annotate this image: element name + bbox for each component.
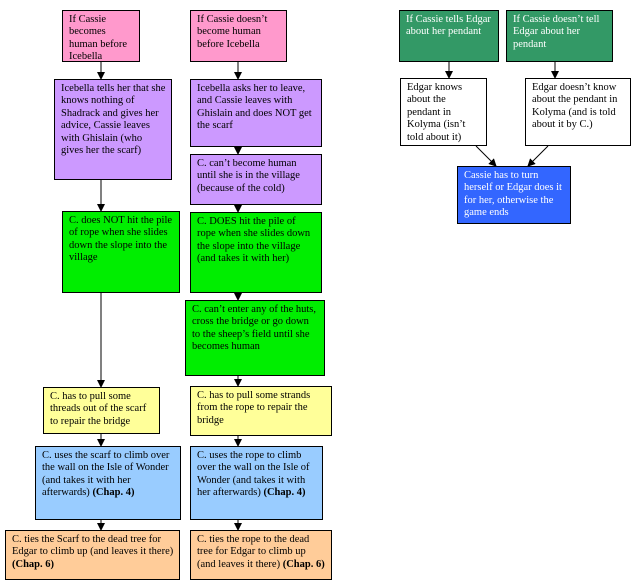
node-edgar-knows-pendant: Edgar knows about the pendant in Kolyma … [400,78,487,146]
node-rope-climb-wall: C. uses the rope to climb over the wall … [190,446,323,520]
node-cassie-human-before-icebella: If Cassie becomes human before Icebella [62,10,140,62]
node-text: If Cassie tells Edgar about her pendant [406,14,491,38]
arrow-r4-r5 [527,145,549,167]
node-hits-rope-pile: C. DOES hit the pile of rope when she sl… [190,212,322,293]
node-chapter-ref: (Chap. 6) [282,558,325,570]
node-text: C. uses the scarf to climb over the wall… [42,450,170,499]
node-cant-become-human: C. can’t become human until she is in th… [190,154,322,205]
node-rope-dead-tree: C. ties the rope to the dead tree for Ed… [190,530,332,580]
node-icebella-gives-advice: Icebella tells her that she knows nothin… [54,79,172,180]
node-edgar-doesnt-know-pendant: Edgar doesn’t know about the pendant in … [525,78,631,146]
node-text: Edgar knows about the pendant in Kolyma … [407,82,466,143]
node-cant-enter-huts: C. can’t enter any of the huts, cross th… [185,300,325,376]
node-tells-edgar-pendant: If Cassie tells Edgar about her pendant [399,10,499,62]
node-scarf-dead-tree: C. ties the Scarf to the dead tree for E… [5,530,180,580]
node-cassie-turn-herself: Cassie has to turn herself or Edgar does… [457,166,571,224]
node-cassie-not-human-before-icebella: If Cassie doesn’t become human before Ic… [190,10,287,62]
node-text: C. has to pull some threads out of the s… [50,391,147,427]
node-text: C. DOES hit the pile of rope when she sl… [197,216,311,265]
node-text: C. can’t enter any of the huts, cross th… [192,304,317,353]
node-text: If Cassie doesn’t tell Edgar about her p… [513,14,600,50]
node-doesnt-tell-edgar-pendant: If Cassie doesn’t tell Edgar about her p… [506,10,613,62]
node-text: Icebella tells her that she knows nothin… [61,83,166,157]
node-text: If Cassie doesn’t become human before Ic… [197,14,268,50]
node-text: C. uses the rope to climb over the wall … [197,450,310,499]
node-text: Icebella asks her to leave, and Cassie l… [197,83,312,132]
node-chapter-ref: (Chap. 6) [12,558,55,570]
node-text: Cassie has to turn herself or Edgar does… [464,170,562,219]
node-text: C. has to pull some strands from the rop… [197,390,311,426]
node-pull-strands-rope: C. has to pull some strands from the rop… [190,386,332,436]
arrow-r3-r5 [475,145,497,167]
node-no-hit-rope-pile: C. does NOT hit the pile of rope when sh… [62,211,180,293]
node-icebella-asks-leave: Icebella asks her to leave, and Cassie l… [190,79,322,147]
node-scarf-climb-wall: C. uses the scarf to climb over the wall… [35,446,181,520]
node-chapter-ref: (Chap. 4) [92,487,135,499]
node-text: If Cassie becomes human before Icebella [69,14,128,62]
node-text: C. ties the Scarf to the dead tree for E… [12,534,174,558]
node-pull-threads-scarf: C. has to pull some threads out of the s… [43,387,160,434]
node-text: C. ties the rope to the dead tree for Ed… [197,534,310,570]
node-text: Edgar doesn’t know about the pendant in … [532,82,618,131]
node-chapter-ref: (Chap. 4) [263,487,306,499]
node-text: C. can’t become human until she is in th… [197,158,300,194]
node-text: C. does NOT hit the pile of rope when sh… [69,215,173,264]
